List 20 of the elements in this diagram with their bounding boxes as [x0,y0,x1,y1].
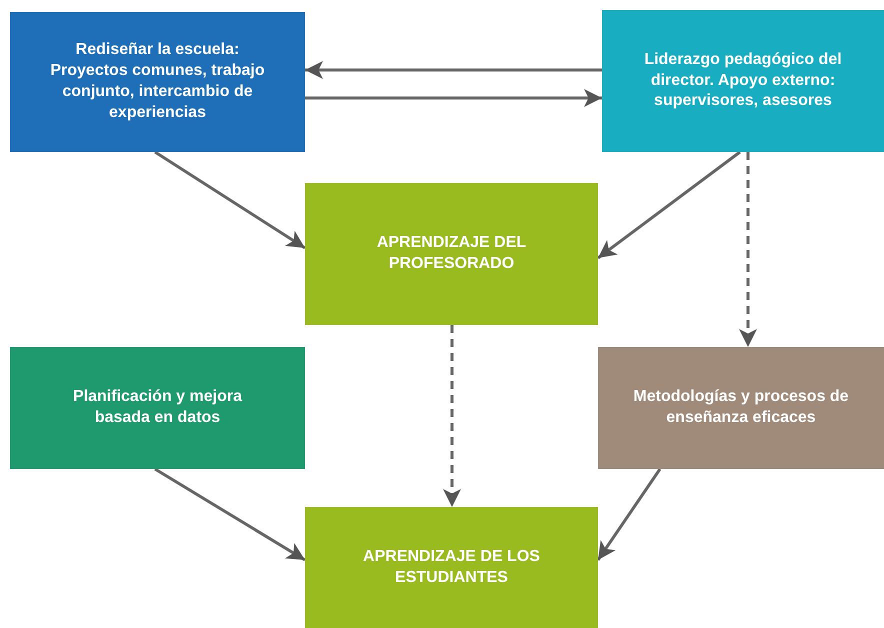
box-label: Liderazgo pedagógico del director. Apoyo externo: supervisores, asesores [643,50,843,112]
arrow [154,468,306,562]
arrow [305,89,602,107]
process-box [10,347,305,469]
arrow [443,325,461,507]
outcome-box [305,507,598,628]
box-label: APRENDIZAJE DEL PROFESORADO [376,233,528,274]
box-label: Planificación y mejora basada en datos [72,387,244,428]
box-label: Rediseñar la escuela: Proyectos comunes, trabajo conjunto, intercambio de experiencias [50,40,265,123]
box-label: Metodologías y procesos de enseñanza eficaces [632,387,850,428]
outcome-box [305,183,598,325]
process-box [10,12,305,152]
arrow [154,150,306,250]
arrow [596,468,662,561]
box-label: APRENDIZAJE DE LOS ESTUDIANTES [362,546,541,588]
arrow [305,61,602,79]
arrow [739,152,757,347]
process-box [602,10,884,152]
arrow [597,150,741,260]
process-box [598,347,884,469]
